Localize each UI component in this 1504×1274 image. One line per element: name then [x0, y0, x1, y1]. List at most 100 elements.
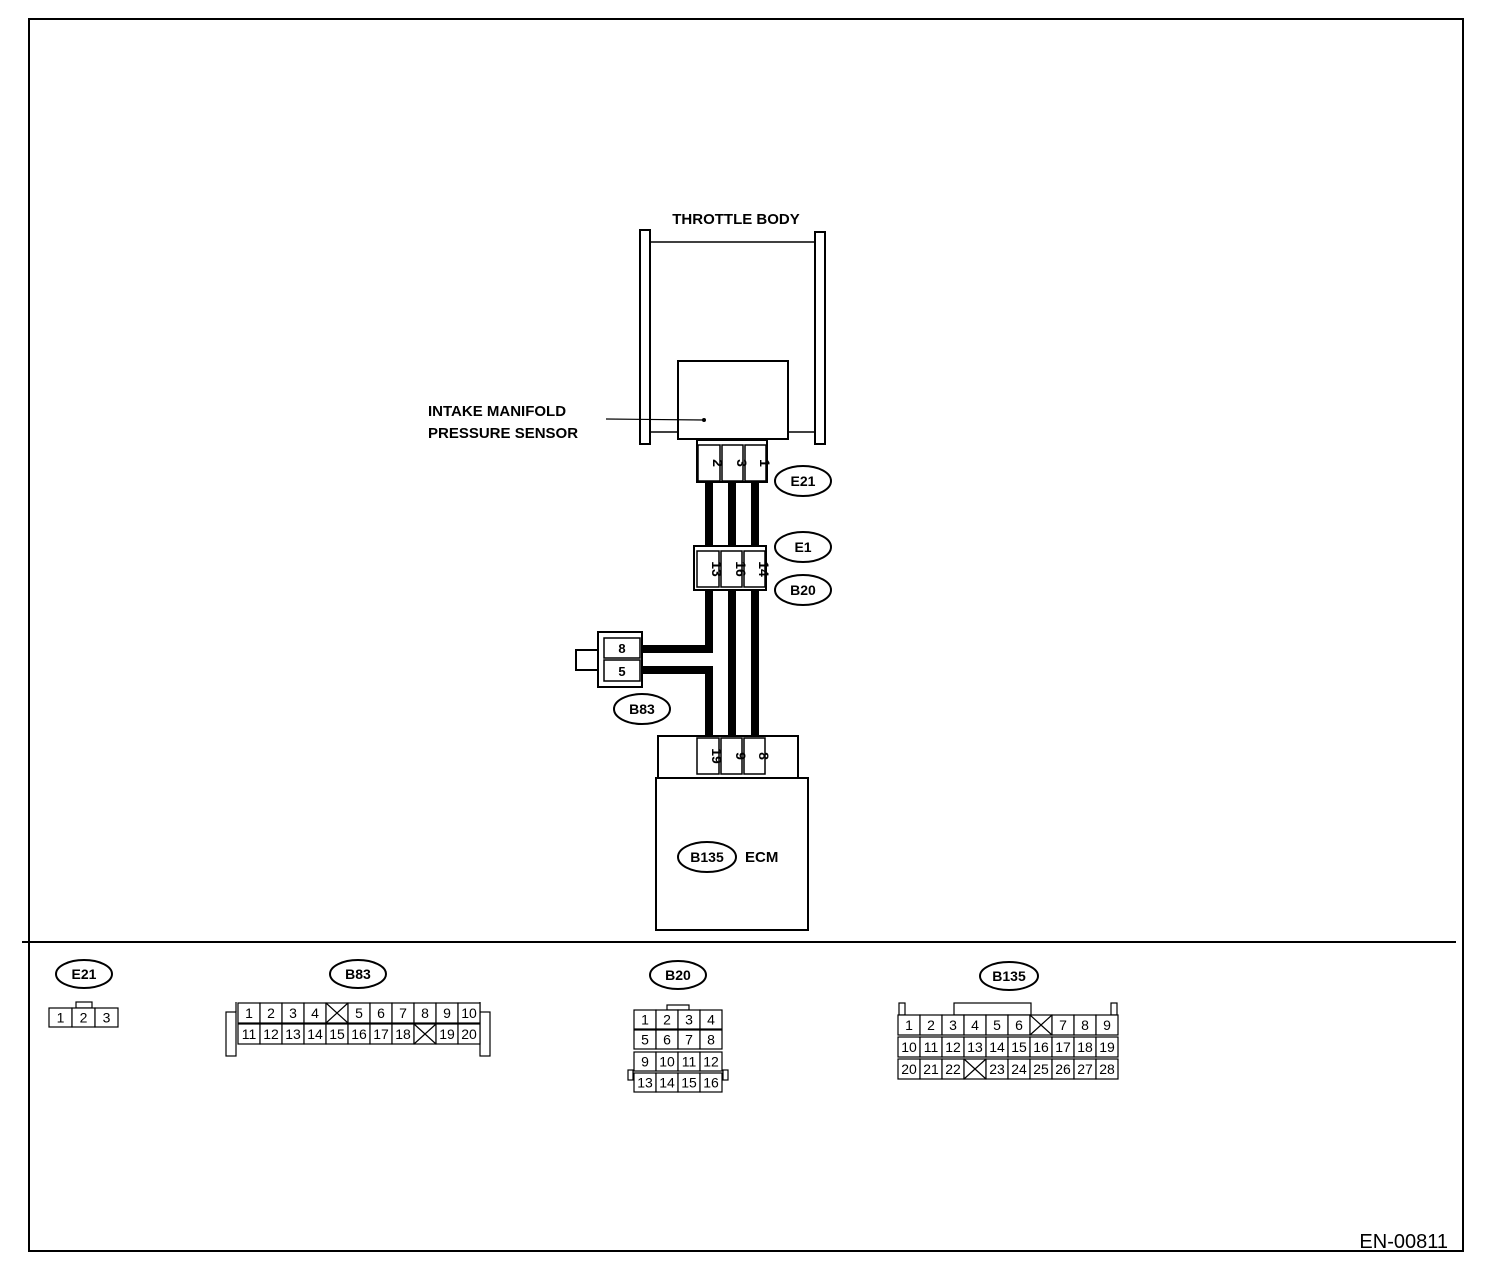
legend-b135-blank-cell — [963, 1058, 987, 1080]
legend-b135-pin-label: 27 — [1077, 1061, 1093, 1077]
legend-b83-tag: B83 — [345, 966, 371, 982]
legend-b83-pin-label: 19 — [439, 1026, 455, 1042]
legend-b135-pin-label: 5 — [993, 1017, 1001, 1033]
legend-b83-pin-label: 18 — [395, 1026, 411, 1042]
legend-b135-tag: B135 — [992, 968, 1026, 984]
legend-b83-pin-label: 5 — [355, 1005, 363, 1021]
legend-b83-blank-cell — [413, 1023, 437, 1045]
legend-b135-pin-label: 9 — [1103, 1017, 1111, 1033]
legend-e21-tag-oval — [55, 959, 113, 989]
legend-b83-cell — [457, 1023, 481, 1045]
e21-tag-oval — [774, 465, 832, 497]
b83-tag-oval — [613, 693, 671, 725]
diagram-frame — [28, 18, 1464, 1252]
throttle-body — [639, 229, 826, 445]
legend-b20-tag-oval — [649, 960, 707, 990]
b83-pin-8: 8 — [618, 641, 625, 656]
intake-manifold-pressure-sensor — [677, 360, 789, 440]
legend-b20-cell — [699, 1009, 723, 1030]
legend-b135-pin-label: 6 — [1015, 1017, 1023, 1033]
legend-b135-pin-label: 20 — [901, 1061, 917, 1077]
legend-b20-pin-label: 9 — [641, 1054, 649, 1070]
legend-b135-pin-label: 7 — [1059, 1017, 1067, 1033]
legend-b135-pin-label: 2 — [927, 1017, 935, 1033]
legend-b135-pin-label: 12 — [945, 1039, 961, 1055]
legend-b83-pin-label: 8 — [421, 1005, 429, 1021]
legend-b83-pin-label: 13 — [285, 1026, 301, 1042]
e21-tag: E21 — [791, 473, 816, 489]
legend-b83-cell — [457, 1002, 481, 1024]
legend-b135-pin-label: 4 — [971, 1017, 979, 1033]
legend-b135-pin-label: 19 — [1099, 1039, 1115, 1055]
legend-b83-pin-label: 20 — [461, 1026, 477, 1042]
legend-b83-pin-label: 10 — [461, 1005, 477, 1021]
legend-b135-pin-label: 18 — [1077, 1039, 1093, 1055]
legend-b83-pin-label: 17 — [373, 1026, 389, 1042]
legend-b20-pin-label: 7 — [685, 1032, 693, 1048]
ecm-pin-19: 19 — [709, 748, 725, 764]
legend-b20-pin-label: 15 — [681, 1075, 697, 1091]
legend-b83-pin-label: 14 — [307, 1026, 323, 1042]
b20-pin-14: 14 — [756, 561, 772, 577]
b20-tag: B20 — [790, 582, 816, 598]
legend-b20-pin-label: 8 — [707, 1032, 715, 1048]
sensor-leader-line — [605, 418, 705, 421]
throttle-body-label: THROTTLE BODY — [672, 211, 800, 228]
legend-b83-pin-label: 6 — [377, 1005, 385, 1021]
legend-b20-tag: B20 — [665, 967, 691, 983]
b135-tag-oval — [677, 841, 737, 873]
legend-b83-pin-label: 16 — [351, 1026, 367, 1042]
b83-pin-5: 5 — [618, 664, 625, 679]
b20-tag-oval — [774, 574, 832, 606]
legend-b135-pin-label: 14 — [989, 1039, 1005, 1055]
legend-b135-pin-label: 21 — [923, 1061, 939, 1077]
legend-b83-pin-label: 12 — [263, 1026, 279, 1042]
legend-b83-pin-label: 11 — [242, 1026, 257, 1042]
wires-lower — [642, 590, 759, 737]
connector-e1-b20: 13 16 14 — [693, 545, 772, 591]
legend-e21-pin-label: 1 — [57, 1010, 65, 1026]
legend-b135-pin-label: 28 — [1099, 1061, 1115, 1077]
connector-e21: 2 3 1 — [696, 439, 773, 483]
legend-b20-cell — [699, 1051, 723, 1072]
legend-b20-pin-label: 10 — [659, 1054, 675, 1070]
legend-b20-pin-label: 13 — [637, 1075, 653, 1091]
legend-b135-pin-label: 8 — [1081, 1017, 1089, 1033]
e21-pin-2: 2 — [710, 459, 726, 467]
legend-b135-pin-label: 1 — [905, 1017, 913, 1033]
legend-b83-pin-label: 3 — [289, 1005, 297, 1021]
ecm-pin-9: 9 — [733, 752, 749, 760]
legend-b20-pin-label: 14 — [659, 1075, 675, 1091]
legend-b83-tag-oval — [329, 959, 387, 989]
legend-b135-pin-label: 3 — [949, 1017, 957, 1033]
legend-b83-pin-label: 2 — [267, 1005, 275, 1021]
legend-b83-pin-label: 9 — [443, 1005, 451, 1021]
e21-pin-1: 1 — [757, 459, 773, 467]
legend-b20-pin-label: 1 — [641, 1012, 649, 1028]
ecm-pin-8: 8 — [756, 752, 772, 760]
legend-b20-pin-label: 5 — [641, 1032, 649, 1048]
legend-b83-pin-label: 15 — [329, 1026, 345, 1042]
reference-code: EN-00811 — [1359, 1231, 1448, 1253]
legend-b135-pin-label: 15 — [1011, 1039, 1027, 1055]
legend-b135-blank-cell — [1029, 1014, 1053, 1036]
legend-b135-tag-oval — [979, 961, 1039, 991]
wires-upper — [705, 482, 759, 546]
sensor-label-line1: INTAKE MANIFOLD — [428, 403, 566, 420]
legend-b20-pin-label: 12 — [703, 1054, 719, 1070]
legend-b20-pin-label: 6 — [663, 1032, 671, 1048]
legend-b135-pin-label: 16 — [1033, 1039, 1049, 1055]
legend-b135-cell — [1095, 1058, 1119, 1080]
legend-b20-pin-label: 4 — [707, 1012, 715, 1028]
legend-b135-pin-label: 26 — [1055, 1061, 1071, 1077]
legend-e21-pin-label: 3 — [103, 1010, 111, 1026]
b135-tag: B135 — [690, 849, 724, 865]
legend-b135-pin-label: 22 — [945, 1061, 961, 1077]
legend-b20-cell — [699, 1072, 723, 1093]
connector-b83: 8 5 — [575, 631, 643, 688]
e1-tag: E1 — [794, 539, 811, 555]
